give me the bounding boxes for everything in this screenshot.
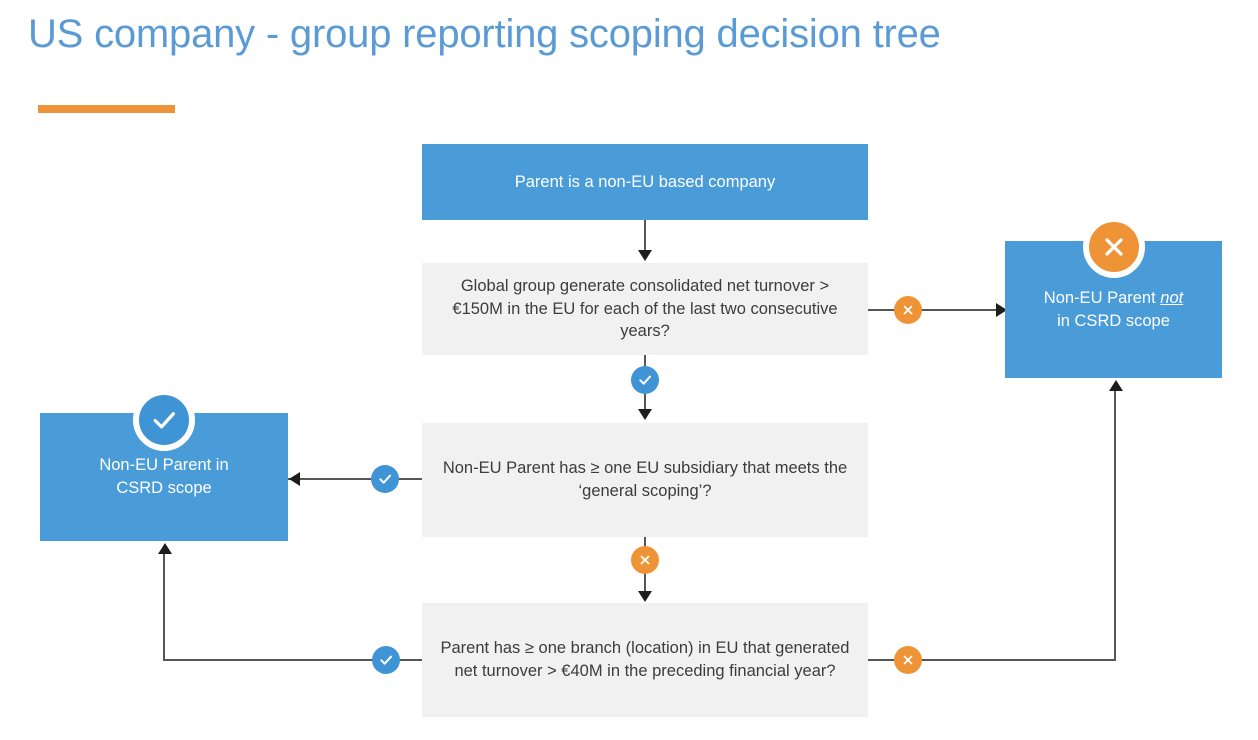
edge-q1-no-arrowhead: [996, 303, 1007, 317]
check-icon: [133, 389, 195, 451]
edge-q3-no-line-v: [1114, 389, 1116, 661]
node-question-eu-branch-label: Parent has ≥ one branch (location) in EU…: [440, 639, 850, 680]
edge-q1-yes-arrowhead: [638, 409, 652, 420]
outcome-not-in-scope-emphasis: not: [1160, 288, 1184, 307]
node-question-consolidated-turnover[interactable]: Global group generate consolidated net t…: [422, 263, 868, 355]
edge-q2-yes-arrowhead: [289, 472, 300, 486]
check-icon: [380, 655, 392, 665]
x-icon: [1083, 216, 1145, 278]
edge-start-to-q1-line: [644, 220, 646, 253]
edge-q1-no-line: [868, 309, 1005, 311]
node-question-eu-subsidiary[interactable]: Non-EU Parent has ≥ one EU subsidiary th…: [422, 423, 868, 537]
edge-q2-yes-line: [288, 478, 422, 480]
node-parent-non-eu[interactable]: Parent is a non-EU based company: [422, 144, 868, 220]
edge-badge-q1-yes[interactable]: [631, 366, 659, 394]
x-icon: [903, 305, 913, 315]
outcome-not-in-scope-line1-pre: Non-EU Parent: [1043, 288, 1161, 307]
check-icon: [379, 474, 391, 484]
edge-start-to-q1-arrowhead: [638, 250, 652, 261]
edge-badge-q2-no[interactable]: [631, 546, 659, 574]
outcome-not-in-scope-line2: in CSRD scope: [1057, 311, 1170, 330]
edge-q2-no-arrowhead: [638, 591, 652, 602]
x-icon: [903, 655, 913, 665]
page-title: US company - group reporting scoping dec…: [28, 12, 941, 56]
node-question-eu-branch[interactable]: Parent has ≥ one branch (location) in EU…: [422, 603, 868, 717]
edge-q3-no-arrowhead: [1109, 380, 1123, 391]
edge-badge-q3-no[interactable]: [894, 646, 922, 674]
outcome-in-scope-line2: CSRD scope: [116, 479, 212, 497]
node-outcome-in-csrd-scope[interactable]: Non-EU Parent in CSRD scope: [40, 413, 288, 541]
edge-q3-yes-line-v: [163, 552, 165, 661]
edge-badge-q3-yes[interactable]: [372, 646, 400, 674]
node-parent-non-eu-label: Parent is a non-EU based company: [514, 172, 776, 191]
edge-q3-yes-line-h: [163, 659, 422, 661]
node-outcome-not-in-csrd-scope-label: Non-EU Parent not in CSRD scope: [1030, 287, 1197, 333]
node-question-consolidated-turnover-label: Global group generate consolidated net t…: [452, 276, 838, 341]
x-icon: [640, 555, 650, 565]
edge-q3-no-line-h: [868, 659, 1116, 661]
title-accent-rule: [38, 105, 175, 113]
node-outcome-in-csrd-scope-label: Non-EU Parent in CSRD scope: [85, 454, 242, 500]
node-outcome-not-in-csrd-scope[interactable]: Non-EU Parent not in CSRD scope: [1005, 241, 1222, 378]
check-icon: [639, 375, 651, 385]
edge-badge-q1-no[interactable]: [894, 296, 922, 324]
node-question-eu-subsidiary-label: Non-EU Parent has ≥ one EU subsidiary th…: [442, 459, 848, 500]
outcome-in-scope-line1: Non-EU Parent in: [99, 456, 229, 475]
edge-q3-yes-arrowhead: [158, 543, 172, 554]
edge-badge-q2-yes[interactable]: [371, 465, 399, 493]
